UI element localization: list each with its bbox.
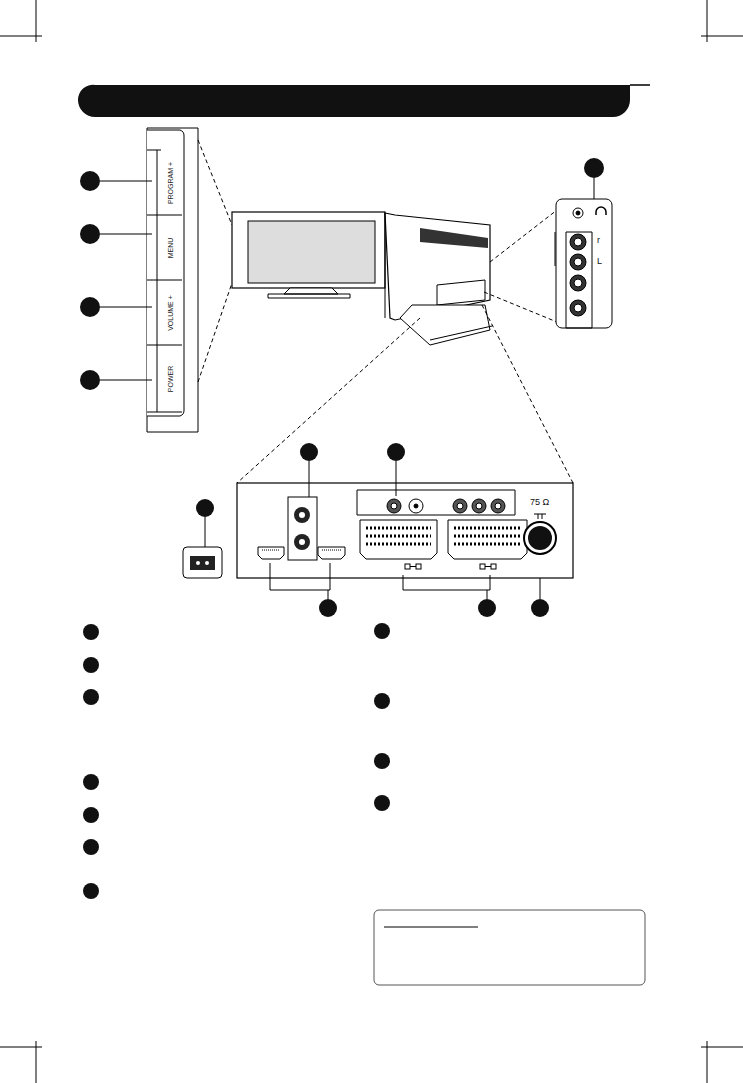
control-button: MENU <box>158 216 182 279</box>
control-button: VOLUME + <box>158 281 182 344</box>
jack-label: L <box>597 256 602 266</box>
control-button: PROGRAM + <box>158 151 182 214</box>
button-label: VOLUME + <box>167 294 174 332</box>
antenna-label: 75 Ω <box>530 497 549 507</box>
control-button: POWER <box>158 346 182 411</box>
jack-label: r <box>597 235 600 245</box>
button-label: MENU <box>167 236 174 259</box>
button-label: PROGRAM + <box>167 160 174 204</box>
button-label: POWER <box>167 364 174 392</box>
